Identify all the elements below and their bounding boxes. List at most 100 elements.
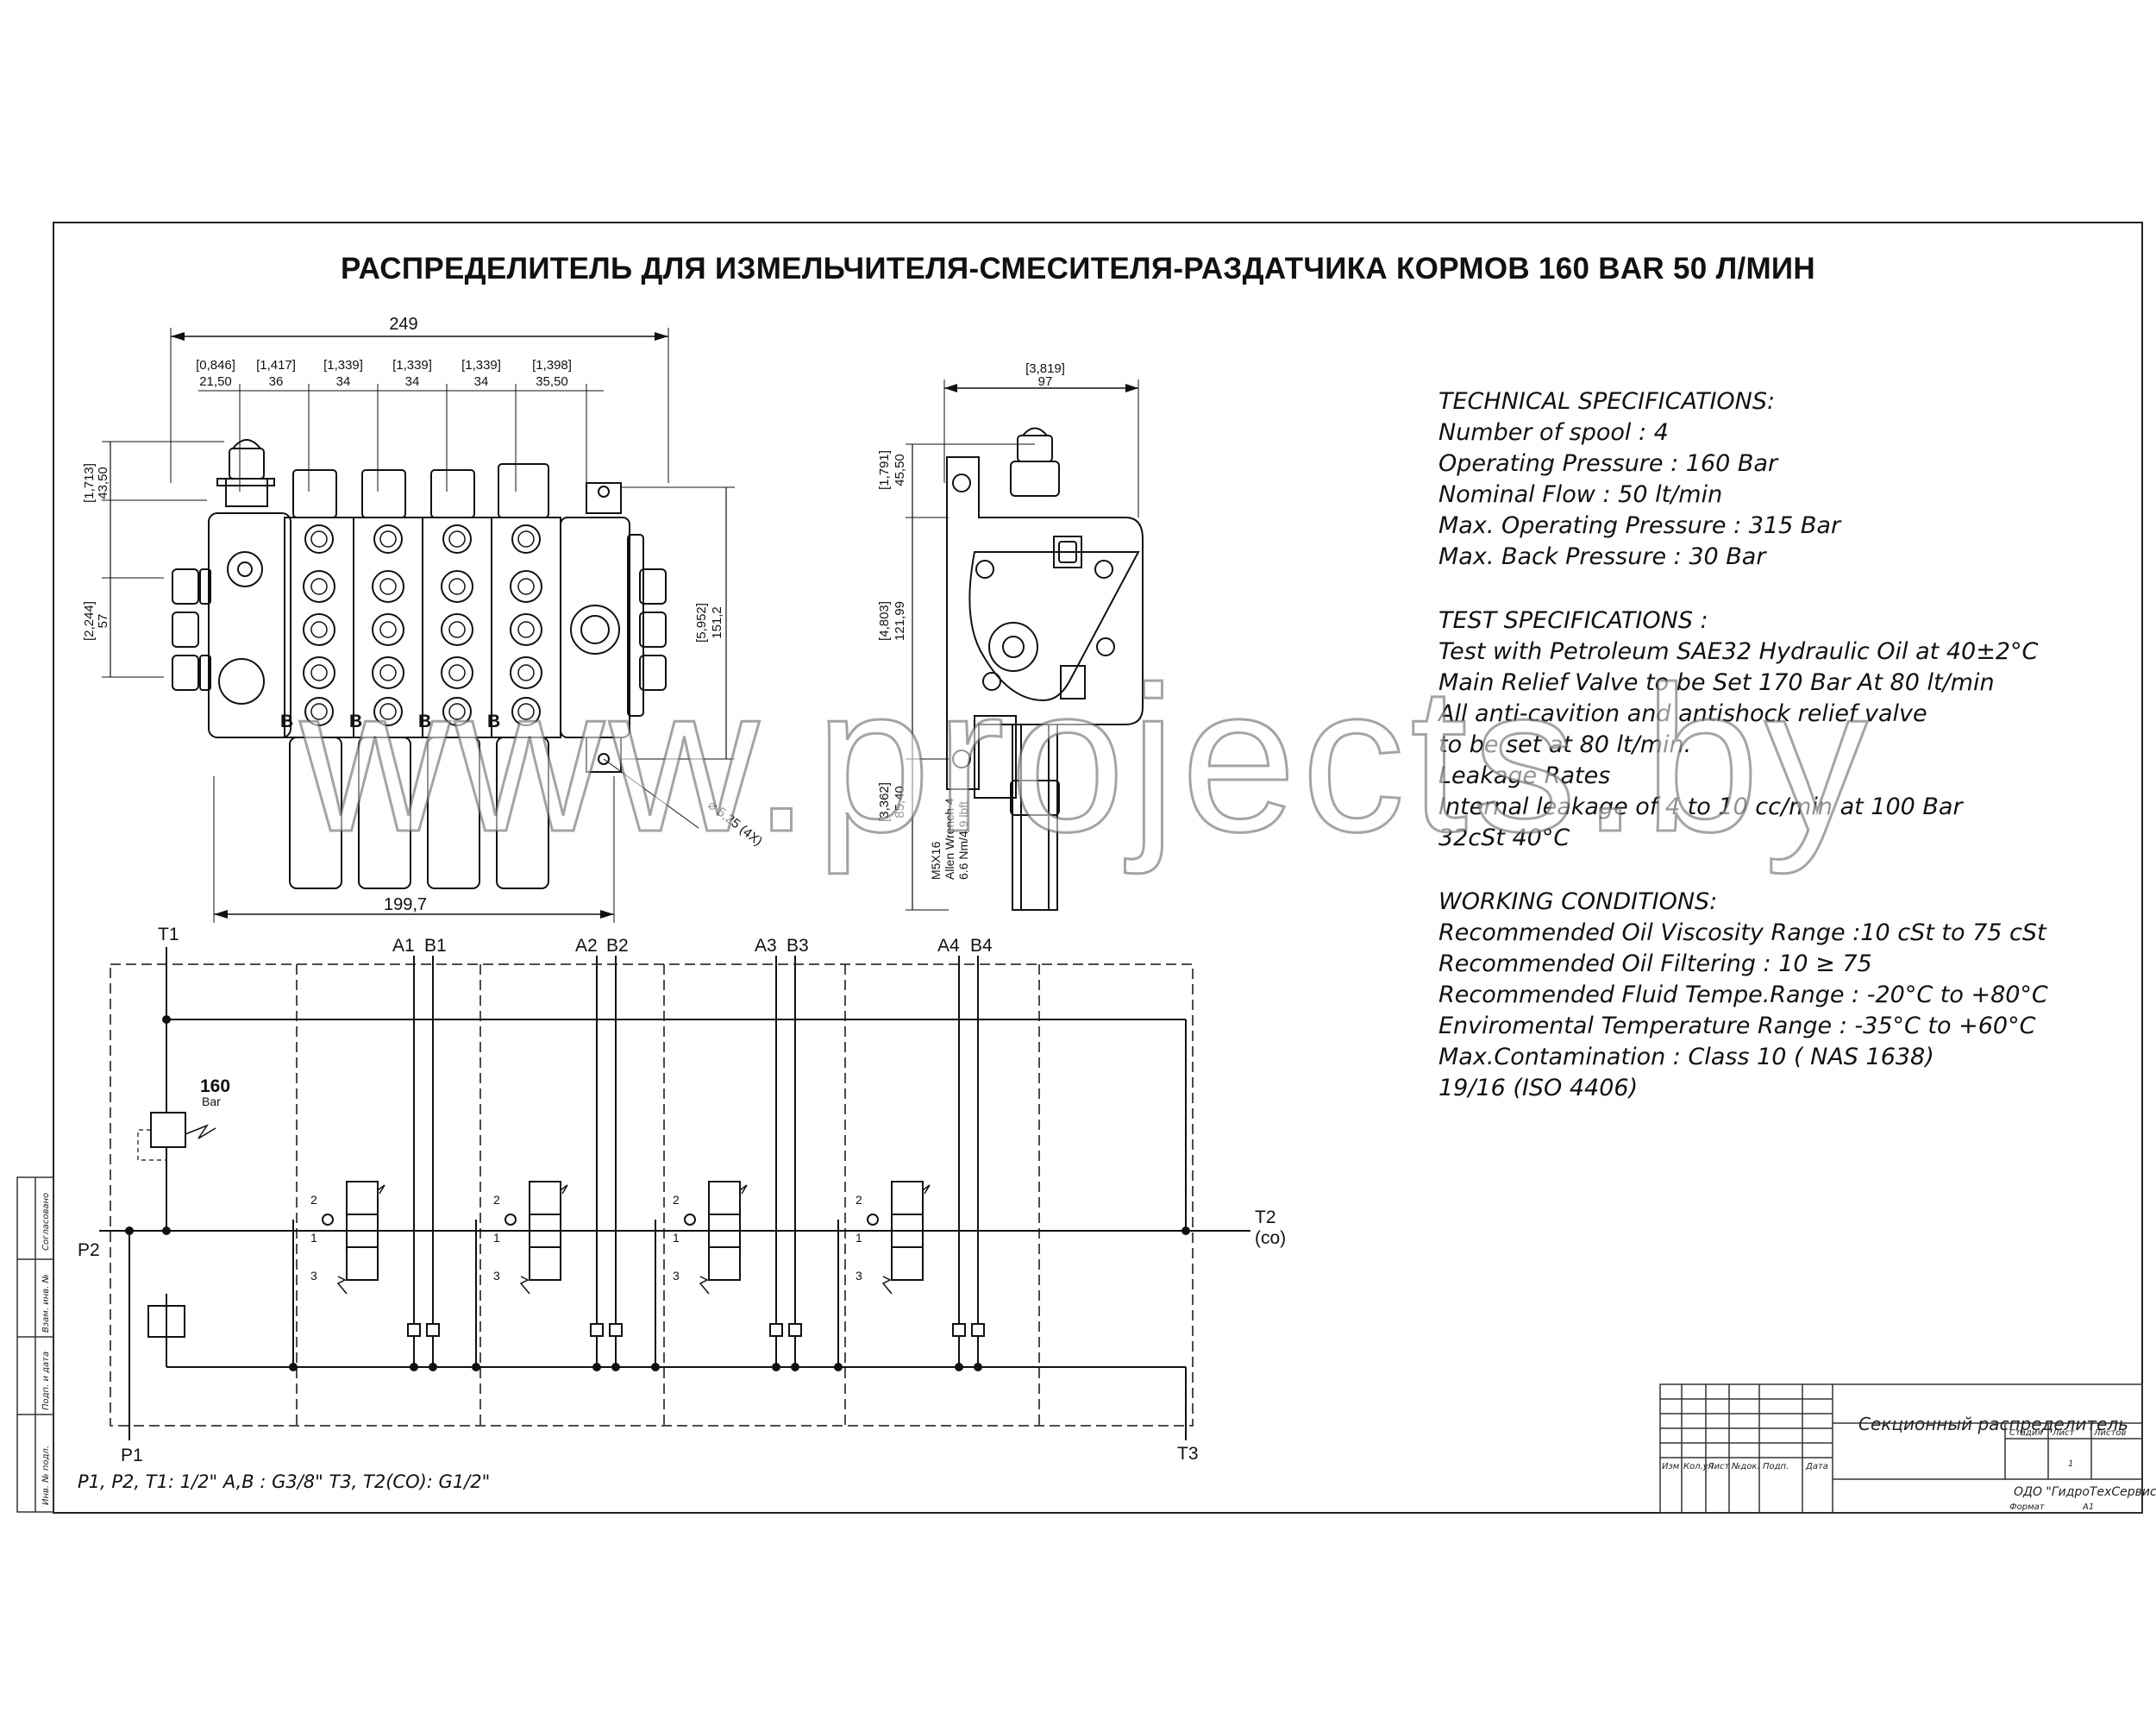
screw-note-2: Allen Wrench 4 <box>943 798 956 880</box>
pitch-mm-label: 34 <box>474 374 489 389</box>
test-spec-heading: TEST SPECIFICATIONS : <box>1438 607 1708 634</box>
working-conditions-heading: WORKING CONDITIONS: <box>1438 888 1718 915</box>
stamp-column-head: №док. <box>1731 1462 1760 1471</box>
position-label: 3 <box>493 1269 500 1283</box>
pitch-mm-label: 34 <box>405 374 420 389</box>
stamp-column-head: Дата <box>1805 1462 1828 1471</box>
side-label-3: Подп. и дата <box>41 1352 51 1410</box>
dim-body-width: 199,7 <box>384 895 427 914</box>
dim-left-top-mm: 43,50 <box>96 467 110 499</box>
port-b1: B1 <box>424 936 447 956</box>
port-circle-inner <box>448 621 466 638</box>
position-label: 2 <box>310 1193 317 1207</box>
side-width-mm: 97 <box>1038 374 1053 389</box>
pitch-inch-label: [1,398] <box>532 358 572 373</box>
position-label: 2 <box>673 1193 680 1207</box>
port-circle <box>441 656 473 689</box>
stage-head-1: Стадия <box>2009 1428 2042 1438</box>
relief-unit: Bar <box>202 1095 221 1108</box>
side-bot-mm: 85,40 <box>893 786 907 819</box>
tech-spec-line: Max. Back Pressure : 30 Bar <box>1438 543 1766 570</box>
tech-spec-line: Nominal Flow : 50 lt/min <box>1438 481 1723 508</box>
side-top-mm: 45,50 <box>893 454 907 486</box>
front-port-group <box>303 524 542 726</box>
port-a4: A4 <box>937 936 960 956</box>
port-circle <box>510 570 542 603</box>
outer-frame <box>53 222 2143 1514</box>
port-circle-inner <box>448 578 466 595</box>
port-circle-inner <box>517 530 535 548</box>
port-b-label-1: B <box>280 712 293 731</box>
position-label: 2 <box>856 1193 862 1207</box>
port-circle-inner <box>379 578 397 595</box>
dim-left-mid-inch: [2,244] <box>82 601 97 641</box>
stamp-column-head: Лист <box>1707 1462 1731 1471</box>
pitch-inch-label: [0,846] <box>196 358 235 373</box>
working-condition-line: 19/16 (ISO 4406) <box>1438 1075 1639 1101</box>
test-spec-line: Test with Petroleum SAE32 Hydraulic Oil … <box>1438 638 2039 665</box>
working-condition-line: Recommended Oil Filtering : 10 ≥ 75 <box>1438 950 1872 977</box>
port-circle <box>303 613 335 646</box>
port-circle <box>511 697 541 726</box>
port-circle-inner <box>379 703 397 720</box>
sheet-value: 1 <box>2068 1459 2073 1469</box>
port-p1: P1 <box>121 1446 143 1465</box>
side-bot-inch: [3,362] <box>877 782 892 822</box>
front-view <box>102 328 735 923</box>
port-circle <box>441 570 473 603</box>
working-condition-line: Recommended Fluid Tempe.Range : -20°C to… <box>1438 982 2048 1008</box>
screw-note-1: M5X16 <box>929 841 943 880</box>
test-spec-line: Leakage Rates <box>1438 762 1611 789</box>
position-label: 2 <box>493 1193 500 1207</box>
spool-section: 213 <box>651 956 802 1371</box>
position-label: 3 <box>673 1269 680 1283</box>
side-view <box>906 380 1144 911</box>
port-circle-inner <box>310 530 328 548</box>
port-circle <box>510 613 542 646</box>
spool-section: 2 1 3 <box>289 956 440 1371</box>
working-condition-line: Enviromental Temperature Range : -35°C t… <box>1438 1013 2036 1039</box>
position-label: 3 <box>310 1269 317 1283</box>
pitch-labels: [0,846]21,50[1,417]36[1,339]34[1,339]34[… <box>196 358 572 389</box>
dim-right-mm: 151,2 <box>710 606 724 639</box>
dim-left-top-inch: [1,713] <box>82 463 97 503</box>
side-label-2: Взам. инв. № <box>41 1274 51 1333</box>
port-p2: P2 <box>78 1240 100 1260</box>
port-circle <box>373 697 403 726</box>
port-circle-inner <box>517 703 535 720</box>
tech-spec-line: Max. Operating Pressure : 315 Bar <box>1438 512 1841 539</box>
hole-note: ⌀ 5,25 (4X) <box>705 798 765 850</box>
port-circle-inner <box>517 578 535 595</box>
tech-spec-line: Operating Pressure : 160 Bar <box>1438 450 1778 477</box>
port-circle-inner <box>310 578 328 595</box>
port-circle <box>442 697 472 726</box>
pitch-mm-label: 34 <box>336 374 351 389</box>
port-circle <box>304 524 334 554</box>
position-label: 1 <box>493 1231 500 1245</box>
port-b-label-2: B <box>349 712 362 731</box>
port-circle-inner <box>448 664 466 681</box>
pitch-mm-label: 36 <box>269 374 284 389</box>
port-t3: T3 <box>1177 1444 1199 1464</box>
spool-section: 2 1 3 <box>472 956 623 1371</box>
port-b-label-3: B <box>418 712 431 731</box>
port-circle <box>373 524 403 554</box>
position-label: 1 <box>310 1231 317 1245</box>
hydraulic-schematic <box>99 947 1250 1440</box>
port-b-label-4: B <box>487 712 500 731</box>
stage-head-3: Листов <box>2093 1428 2126 1438</box>
port-circle-inner <box>448 703 466 720</box>
dim-overall-width: 249 <box>389 315 417 334</box>
screw-note-3: 6.6 Nm/4.9 lbft <box>956 801 970 880</box>
drawing-name: Секционный распределитель <box>1858 1414 2128 1434</box>
dim-left-mid-mm: 57 <box>96 614 110 629</box>
port-circle-inner <box>310 621 328 638</box>
test-spec-line: Main Relief Valve to be Set 170 Bar At 8… <box>1438 669 1995 696</box>
org-name: ОДО "ГидроТехСервис" <box>2014 1485 2156 1499</box>
side-label-1: Согласовано <box>41 1193 51 1251</box>
port-t1: T1 <box>158 925 179 944</box>
binding-strip <box>16 1176 54 1513</box>
position-label: 3 <box>856 1269 862 1283</box>
format-label: Формат <box>2009 1502 2046 1512</box>
